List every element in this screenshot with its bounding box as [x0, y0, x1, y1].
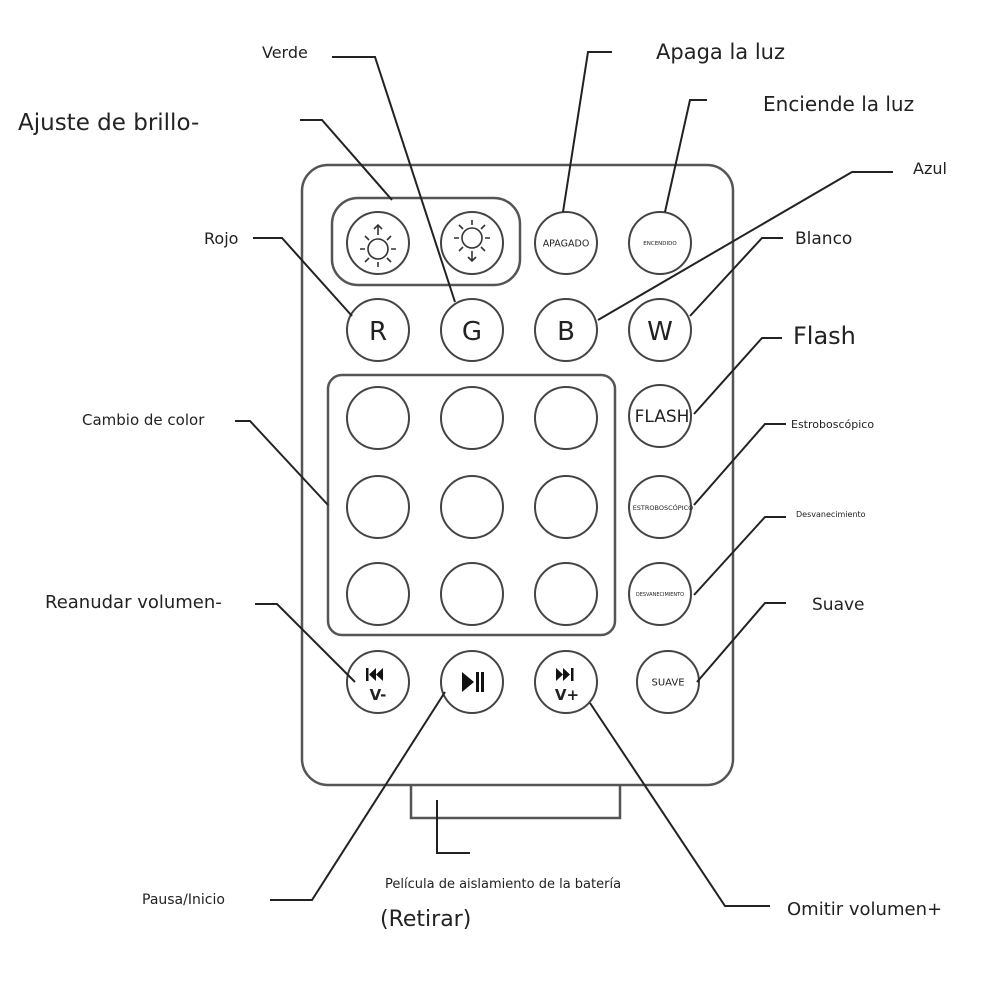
label-desvanecimiento: Desvanecimiento [796, 510, 866, 519]
leader-lines [235, 51, 893, 907]
label-apaga-luz: Apaga la luz [656, 40, 785, 64]
skip-back-icon [366, 668, 383, 681]
smooth-button-label: SUAVE [651, 678, 684, 689]
label-pelicula-bateria: Película de aislamiento de la batería [385, 877, 621, 892]
color-button[interactable] [346, 475, 410, 539]
color-button[interactable] [346, 386, 410, 450]
volume-down-label: V- [370, 686, 387, 704]
off-button[interactable]: APAGADO [534, 211, 598, 275]
label-flash: Flash [793, 322, 856, 350]
sun-arrow-down-icon [454, 220, 490, 263]
strobe-button-label: ESTROBOSCÓPICO [633, 503, 694, 512]
on-button[interactable]: ENCENDIDO [628, 211, 692, 275]
label-enciende-luz: Enciende la luz [763, 92, 914, 116]
color-button[interactable] [440, 475, 504, 539]
next-volume-up-button[interactable]: V+ [534, 650, 598, 714]
color-button[interactable] [440, 562, 504, 626]
fade-button-label: DESVANECIMIENTO [636, 592, 684, 598]
label-retirar: (Retirar) [380, 907, 471, 932]
color-button[interactable] [534, 386, 598, 450]
label-estroboscopico: Estroboscópico [791, 418, 874, 431]
flash-button-label: FLASH [635, 407, 690, 427]
sun-arrow-up-icon [360, 223, 396, 267]
off-button-label: APAGADO [543, 239, 590, 250]
label-pausa-inicio: Pausa/Inicio [142, 892, 225, 908]
blue-button[interactable]: B [534, 298, 598, 362]
white-button-label: W [647, 317, 673, 347]
strobe-button[interactable]: ESTROBOSCÓPICO [628, 475, 694, 539]
on-button-label: ENCENDIDO [643, 241, 677, 247]
blue-button-label: B [557, 317, 575, 347]
battery-film-tab [409, 778, 622, 820]
prev-volume-down-button[interactable]: V- [346, 650, 410, 714]
brightness-down-button[interactable] [440, 211, 504, 275]
color-button[interactable] [346, 562, 410, 626]
color-button[interactable] [440, 386, 504, 450]
label-ajuste-brillo: Ajuste de brillo- [18, 110, 199, 136]
skip-forward-icon [556, 668, 574, 681]
fade-button[interactable]: DESVANECIMIENTO [628, 562, 692, 626]
green-button[interactable]: G [440, 298, 504, 362]
green-button-label: G [462, 317, 482, 347]
play-pause-icon [462, 672, 484, 692]
smooth-button[interactable]: SUAVE [636, 650, 700, 714]
label-cambio-color: Cambio de color [82, 411, 205, 429]
play-pause-button[interactable] [440, 650, 504, 714]
label-rojo: Rojo [204, 229, 238, 248]
label-suave: Suave [812, 595, 865, 615]
red-button[interactable]: R [346, 298, 410, 362]
white-button[interactable]: W [628, 298, 692, 362]
label-azul: Azul [913, 159, 947, 178]
red-button-label: R [369, 317, 387, 347]
volume-up-label: V+ [555, 686, 579, 704]
label-verde: Verde [262, 43, 308, 62]
label-blanco: Blanco [795, 229, 852, 249]
flash-button[interactable]: FLASH [628, 384, 692, 448]
color-button[interactable] [534, 475, 598, 539]
brightness-up-button[interactable] [346, 211, 410, 275]
label-omitir-volumen: Omitir volumen+ [787, 899, 942, 920]
color-button[interactable] [534, 562, 598, 626]
label-reanudar-volumen: Reanudar volumen- [45, 592, 222, 613]
